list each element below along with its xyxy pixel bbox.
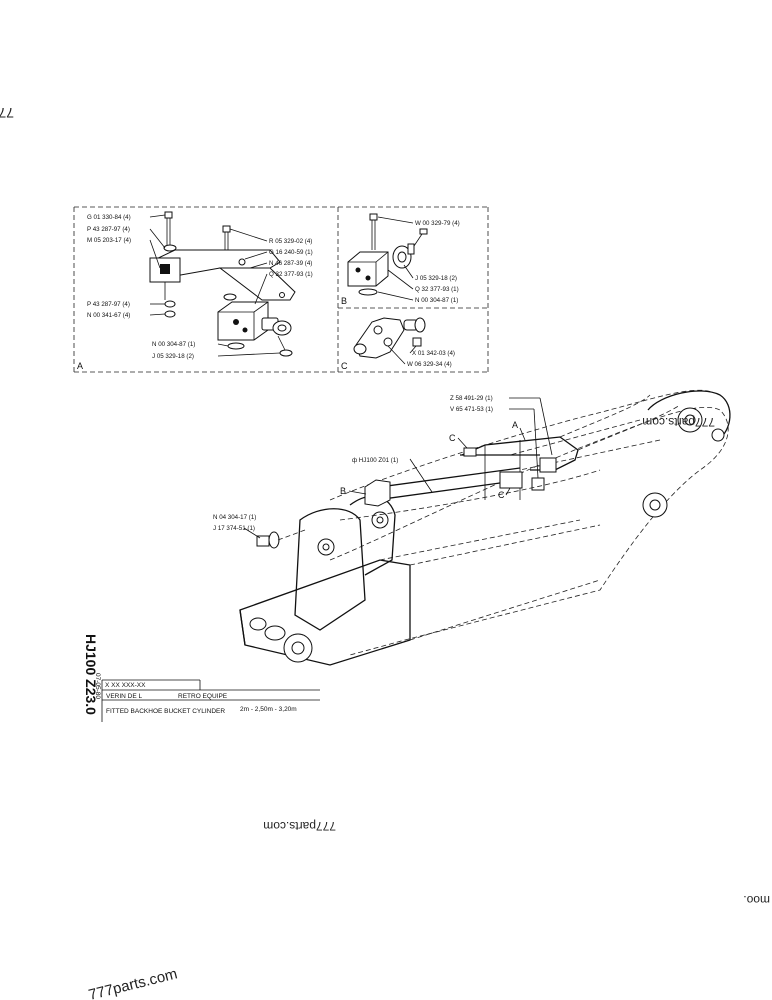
vertical-small: 07-05-80 bbox=[94, 673, 101, 699]
panel-a-drawing bbox=[149, 211, 296, 357]
panel-b-drawing bbox=[347, 213, 428, 296]
vertical-code: HJ100 Z23.0 bbox=[83, 634, 99, 715]
label-p43287-top: P 43 287-97 (4) bbox=[87, 226, 130, 233]
label-w06329: W 06 329-34 (4) bbox=[407, 361, 452, 368]
title-ref: X XX XXX-XX bbox=[105, 682, 146, 689]
label-hj100-z01: ф HJ100 Z01 (1) bbox=[352, 457, 398, 464]
title-fr-b: RETRO EQUIPE bbox=[178, 693, 228, 700]
watermark-right-edge: moo. bbox=[743, 893, 770, 907]
panel-c-letter: C bbox=[341, 361, 348, 371]
main-letter-b: B bbox=[340, 486, 346, 496]
label-m05203: M 05 203-17 (4) bbox=[87, 237, 131, 244]
label-q32377-b: Q 32 377-93 (1) bbox=[415, 286, 459, 293]
title-en: FITTED BACKHOE BUCKET CYLINDER bbox=[106, 708, 225, 715]
label-n00304-b: N 00 304-87 (1) bbox=[415, 297, 458, 304]
label-g16240: G 16 240-59 (1) bbox=[269, 249, 313, 256]
title-size: 2m - 2,50m - 3,20m bbox=[240, 706, 297, 713]
title-fr-a: VERIN DE L bbox=[106, 693, 143, 700]
watermark-diagram: 777parts.com bbox=[642, 415, 715, 429]
panel-c-drawing bbox=[353, 317, 426, 359]
panel-c-labels: X 01 342-03 (4) W 06 329-34 (4) bbox=[387, 345, 455, 368]
inset-frame bbox=[73, 206, 489, 373]
watermark-mid: 777parts.com bbox=[263, 819, 336, 833]
boom-assembly bbox=[239, 389, 731, 666]
label-x01342: X 01 342-03 (4) bbox=[412, 350, 455, 357]
watermark-left-edge: 77 bbox=[0, 105, 14, 121]
watermark-bottom: 777parts.com bbox=[87, 965, 179, 1000]
label-n00341: N 00 341-67 (4) bbox=[87, 312, 130, 319]
main-letter-c-bottom: C bbox=[498, 490, 505, 500]
main-labels: Z 58 491-29 (1) V 65 471-53 (1) ф HJ100 … bbox=[213, 395, 553, 539]
panel-b-labels: W 00 329-79 (4) J 05 329-18 (2) Q 32 377… bbox=[377, 216, 460, 304]
label-z58491: Z 58 491-29 (1) bbox=[450, 395, 493, 402]
label-j17374: J 17 374-51 (1) bbox=[213, 525, 255, 532]
label-n00304-a: N 00 304-87 (1) bbox=[152, 341, 195, 348]
label-q32377-a: Q 32 377-93 (1) bbox=[269, 271, 313, 278]
label-r05329: R 05 329-02 (4) bbox=[269, 238, 312, 245]
label-n04304: N 04 304-17 (1) bbox=[213, 514, 256, 521]
label-w00329: W 00 329-79 (4) bbox=[415, 220, 460, 227]
label-p43287-bottom: P 43 287-97 (4) bbox=[87, 301, 130, 308]
panel-a-labels: G 01 330-84 (4) P 43 287-97 (4) M 05 203… bbox=[87, 214, 313, 360]
panel-b-letter: B bbox=[341, 296, 347, 306]
main-letter-a: A bbox=[512, 420, 518, 430]
title-block: HJ100 Z23.0 07-05-80 X XX XXX-XX VERIN D… bbox=[83, 634, 320, 722]
label-n46287: N 46 287-39 (4) bbox=[269, 260, 312, 267]
label-j05329-b: J 05 329-18 (2) bbox=[415, 275, 457, 282]
label-j05329-a: J 05 329-18 (2) bbox=[152, 353, 194, 360]
main-letter-c-top: C bbox=[449, 433, 456, 443]
label-v65471: V 65 471-53 (1) bbox=[450, 406, 493, 413]
panel-a-letter: A bbox=[77, 361, 83, 371]
label-g01330: G 01 330-84 (4) bbox=[87, 214, 131, 221]
